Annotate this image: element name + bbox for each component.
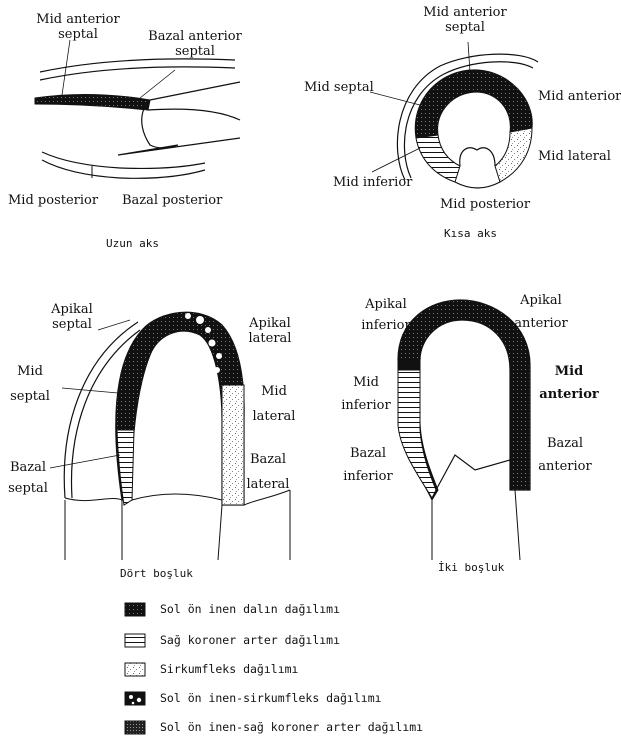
label-short-mid-posterior: Mid posterior: [440, 197, 530, 212]
four-chamber-basal-septal-segment: [117, 430, 134, 505]
label-long-mid-anterior-septal: Mid anterior septal: [32, 12, 124, 42]
label-short-mid-anterior-septal: Mid anterior septal: [410, 5, 520, 35]
label-four-basal-septal: Bazal septal: [2, 460, 54, 496]
label-short-mid-lateral: Mid lateral: [538, 149, 611, 164]
label-two-mid-inferior: Mid inferior: [336, 375, 396, 413]
short-axis-view: [370, 42, 538, 188]
label-four-mid-lateral: Mid lateral: [246, 384, 302, 424]
black-stipple-swatch-icon: [125, 603, 145, 616]
legend-item-lad-circumflex: Sol ön inen-sirkumfleks dağılımı: [160, 691, 382, 705]
four-chamber-view: [50, 312, 290, 560]
label-short-mid-anterior: Mid anterior: [538, 89, 621, 104]
label-long-basal-posterior: Bazal posterior: [122, 193, 222, 208]
two-chamber-view: [398, 300, 530, 560]
caption-short-axis: Kısa aks: [444, 227, 497, 240]
label-four-basal-lateral: Bazal lateral: [240, 452, 296, 492]
label-short-mid-inferior: Mid inferior: [333, 175, 412, 190]
legend-item-circumflex: Sirkumfleks dağılımı: [160, 662, 298, 676]
dense-stipple-swatch-icon: [125, 721, 145, 734]
short-axis-mid-anterior-septal-segment: [415, 70, 532, 138]
short-axis-mid-inferior-segment: [416, 135, 460, 182]
legend-item-lad-rca: Sol ön inen-sağ koroner arter dağılımı: [160, 720, 423, 734]
caption-long-axis: Uzun aks: [106, 237, 159, 250]
label-long-basal-anterior-septal: Bazal anterior septal: [140, 29, 250, 59]
label-two-apical-anterior: Apikal anterior: [508, 293, 574, 331]
label-two-basal-anterior: Bazal anterior: [532, 436, 598, 474]
label-short-mid-septal: Mid septal: [304, 80, 374, 95]
label-long-mid-posterior: Mid posterior: [8, 193, 98, 208]
label-four-mid-septal: Mid septal: [2, 364, 58, 404]
label-four-apical-lateral: Apikal lateral: [238, 316, 302, 346]
label-two-basal-inferior: Bazal inferior: [338, 446, 398, 484]
two-chamber-mid-inferior-segment: [398, 370, 436, 498]
legend-swatches: [125, 603, 145, 734]
caption-four-chamber: Dört boşluk: [120, 567, 193, 580]
black-white-dots-swatch-icon: [125, 692, 145, 705]
horizontal-lines-swatch-icon: [125, 634, 145, 647]
legend-item-lad: Sol ön inen dalın dağılımı: [160, 602, 340, 616]
label-two-mid-anterior: Mid anterior: [536, 364, 602, 402]
caption-two-chamber: İki boşluk: [438, 561, 504, 574]
label-two-apical-inferior: Apikal inferior: [354, 297, 418, 333]
label-four-apical-septal: Apikal septal: [40, 302, 104, 332]
short-axis-mid-lateral-segment: [495, 128, 532, 182]
long-axis-mid-anterior-septal-segment: [35, 94, 150, 110]
long-axis-view: [35, 40, 240, 178]
legend-item-rca: Sağ koroner arter dağılımı: [160, 633, 340, 647]
light-stipple-swatch-icon: [125, 663, 145, 676]
